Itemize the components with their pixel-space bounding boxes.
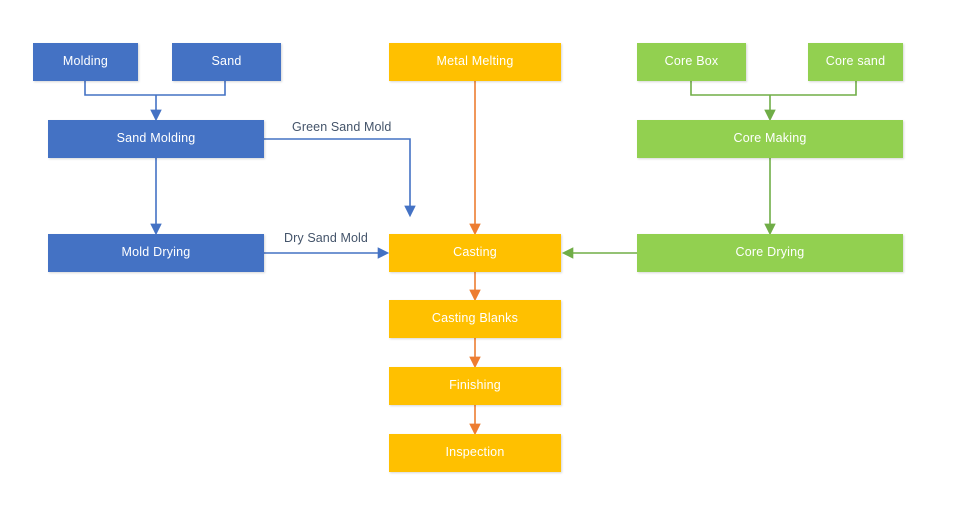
node-sand-molding[interactable]: Sand Molding [48,120,264,158]
node-core-drying[interactable]: Core Drying [637,234,903,272]
node-casting-blanks[interactable]: Casting Blanks [389,300,561,338]
node-metal-melting[interactable]: Metal Melting [389,43,561,81]
node-inspection[interactable]: Inspection [389,434,561,472]
connector-core-box-to-core-making [690,81,857,122]
connector-molding-to-sand-molding [84,81,226,122]
node-sand[interactable]: Sand [172,43,281,81]
node-core-sand[interactable]: Core sand [808,43,903,81]
edge-label-dry-sand-mold: Dry Sand Mold [284,231,368,245]
node-core-making[interactable]: Core Making [637,120,903,158]
edge-label-green-sand-mold: Green Sand Mold [292,120,392,134]
node-finishing[interactable]: Finishing [389,367,561,405]
node-core-box[interactable]: Core Box [637,43,746,81]
connector-sand-molding-to-casting [264,138,416,218]
node-mold-drying[interactable]: Mold Drying [48,234,264,272]
node-molding[interactable]: Molding [33,43,138,81]
node-casting[interactable]: Casting [389,234,561,272]
